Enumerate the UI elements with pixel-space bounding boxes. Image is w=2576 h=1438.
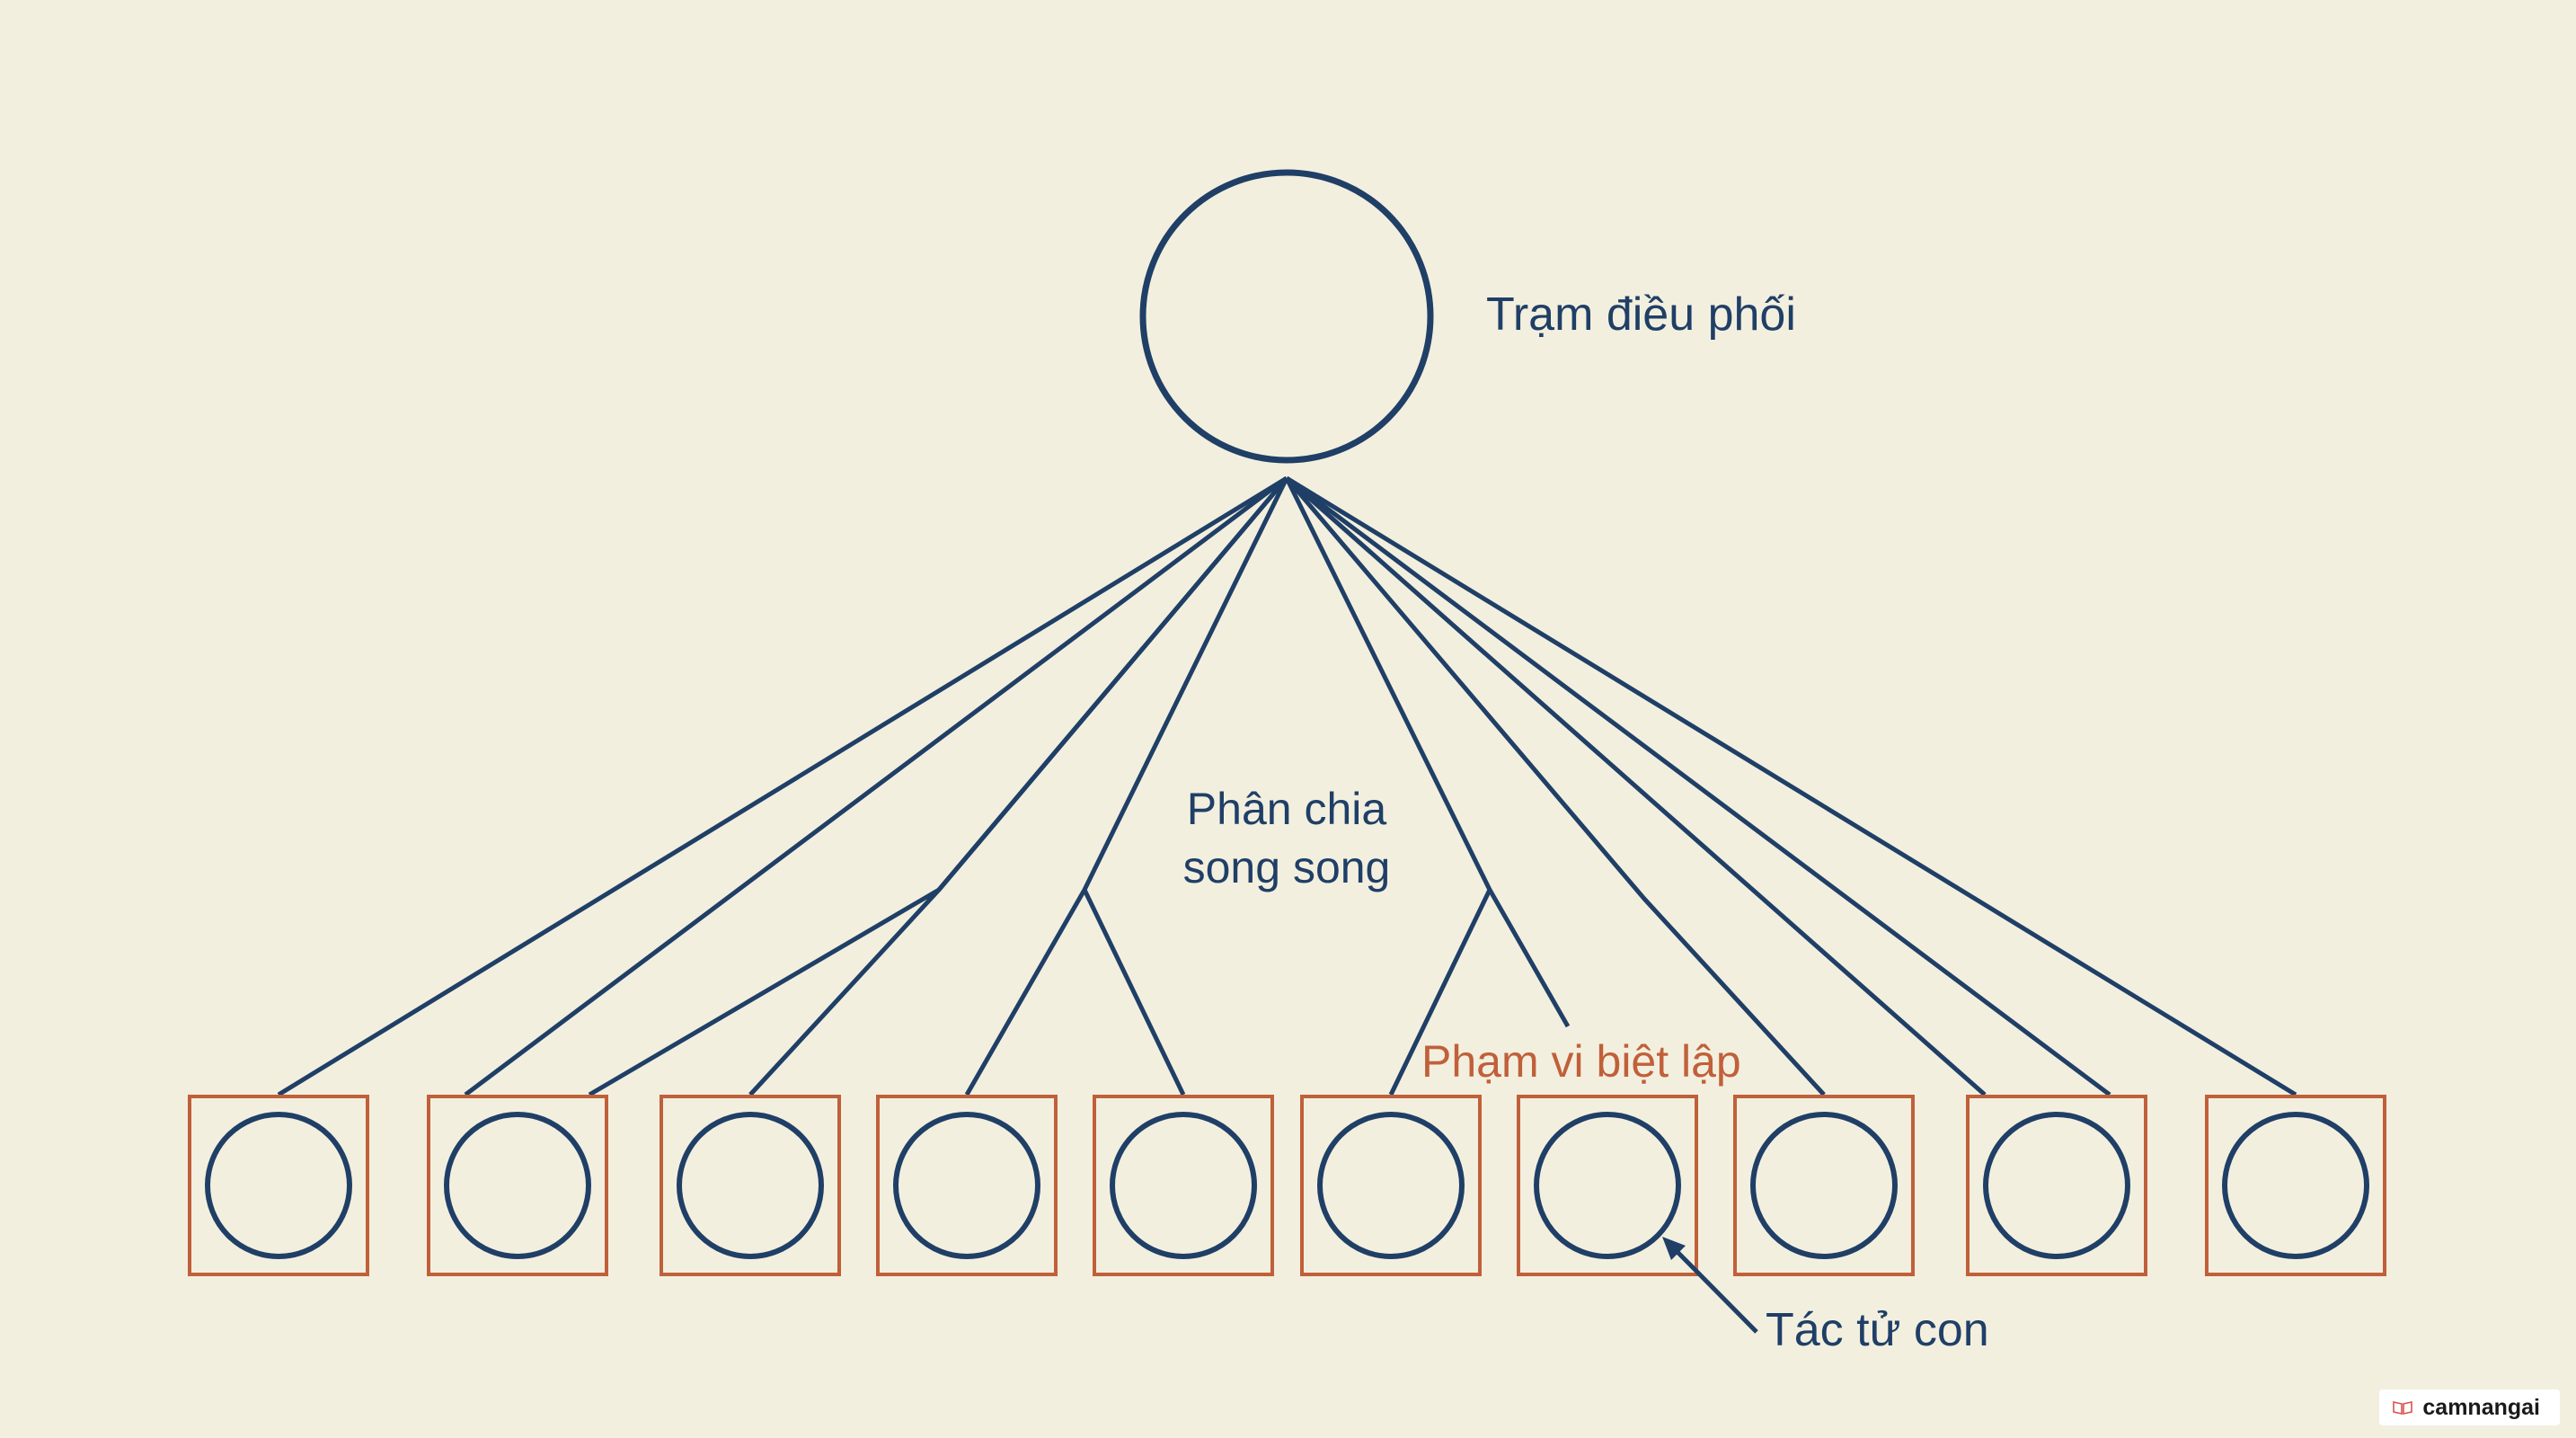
worker-node xyxy=(1983,1112,2130,1259)
worker-node xyxy=(893,1112,1040,1259)
fanout-connector-line xyxy=(588,476,1288,1097)
fanout-connector-line xyxy=(1487,888,1571,1028)
fanout-label-line2: song song xyxy=(1183,842,1391,892)
worker-node xyxy=(2222,1112,2369,1259)
worker-node xyxy=(444,1112,591,1259)
subagent-pointer-line xyxy=(1671,1246,1758,1334)
fanout-connector-line xyxy=(277,475,1288,1097)
worker-node xyxy=(677,1112,824,1259)
worker-scope-box xyxy=(1733,1095,1915,1276)
fanout-connector-line xyxy=(748,476,1288,1096)
fanout-connector-line xyxy=(1285,476,1826,1096)
worker-scope-box xyxy=(1093,1095,1274,1276)
fanout-label-line1: Phân chia xyxy=(1187,784,1387,834)
worker-node xyxy=(1534,1112,1681,1259)
coordinator-label: Trạm điều phối xyxy=(1486,288,1796,341)
subagent-pointer-arrowhead xyxy=(1662,1237,1686,1260)
fanout-connector-line xyxy=(464,476,1288,1096)
watermark-text: camnangai xyxy=(2422,1394,2540,1420)
isolation-label: Phạm vi biệt lập xyxy=(1421,1036,1741,1087)
subagent-label: Tác tử con xyxy=(1766,1304,1989,1356)
worker-scope-box xyxy=(1517,1095,1698,1276)
fanout-connector-line xyxy=(1285,476,1987,1096)
worker-row xyxy=(188,1095,2386,1276)
worker-scope-box xyxy=(876,1095,1058,1276)
worker-scope-box xyxy=(1300,1095,1482,1276)
worker-scope-box xyxy=(659,1095,841,1276)
coordinator-node xyxy=(1139,169,1434,464)
book-icon xyxy=(2393,1401,2413,1415)
worker-scope-box xyxy=(1966,1095,2147,1276)
watermark-badge: camnangai xyxy=(2379,1389,2560,1425)
worker-scope-box xyxy=(427,1095,608,1276)
worker-scope-box xyxy=(188,1095,369,1276)
worker-node xyxy=(1110,1112,1257,1259)
fanout-connectors xyxy=(277,475,2297,1097)
fanout-connector-line xyxy=(1082,888,1186,1096)
worker-scope-box xyxy=(2205,1095,2386,1276)
fanout-connector-line xyxy=(1285,475,2111,1097)
worker-node xyxy=(1317,1112,1465,1259)
worker-node xyxy=(205,1112,352,1259)
fanout-connector-line xyxy=(1285,475,2297,1097)
worker-node xyxy=(1750,1112,1898,1259)
